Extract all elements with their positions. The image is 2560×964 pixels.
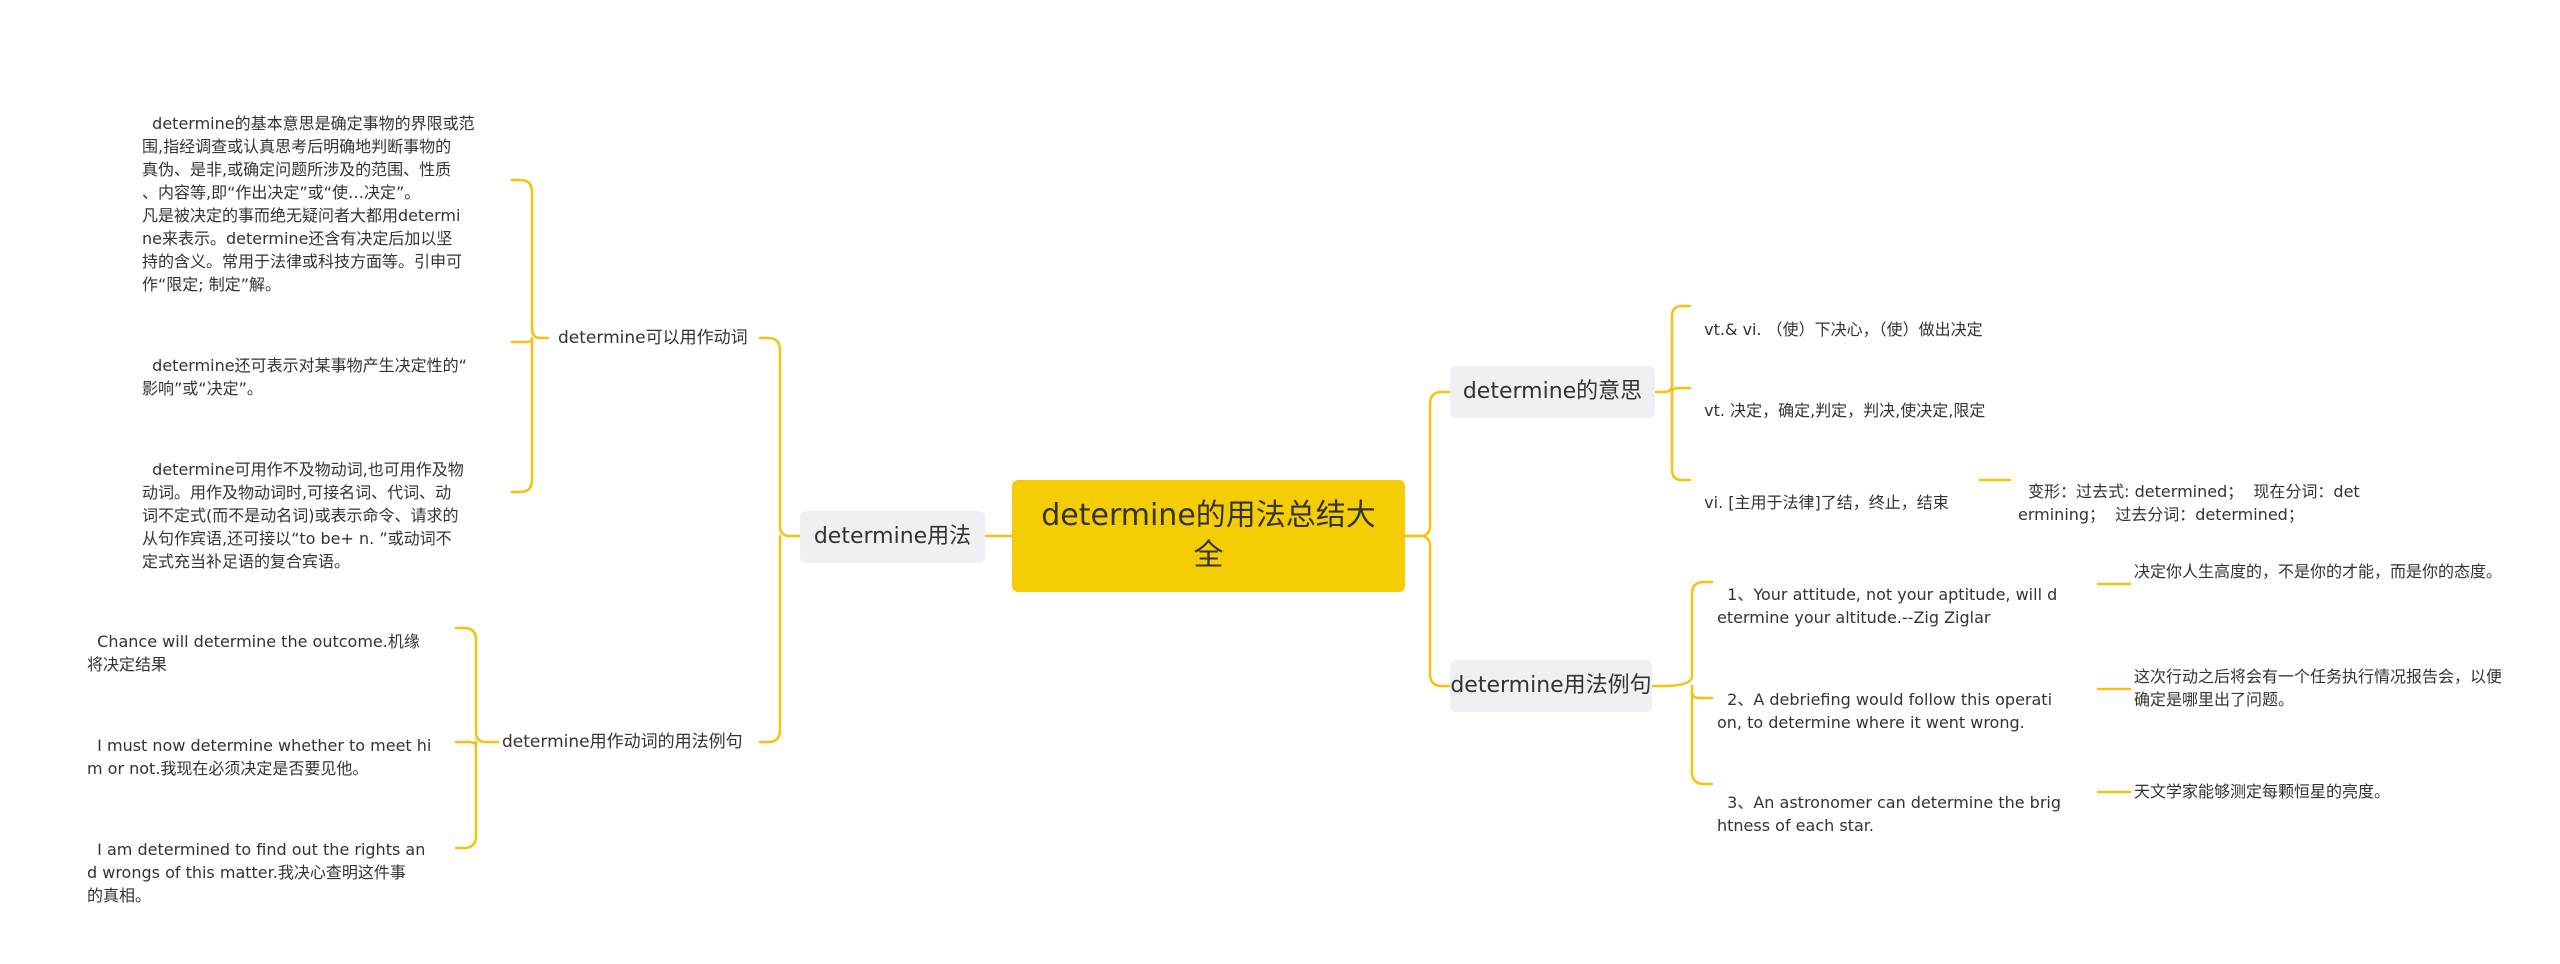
verb-example-item-1-text: Chance will determine the outcome.机缘 将决定…: [87, 632, 420, 674]
connector-examples-left-items: [454, 626, 500, 850]
example-item-1-note-text: 决定你人生高度的，不是你的才能，而是你的态度。: [2134, 562, 2503, 581]
verb-example-item-3[interactable]: I am determined to find out the rights a…: [87, 815, 425, 907]
meaning-item-3-text: vi. [主用于法律]了结，终止，结束: [1704, 493, 1949, 512]
meaning-item-3-note-text: 变形：过去式: determined； 现在分词：det ermining； 过…: [2018, 482, 2360, 524]
verb-usage-item-3-text: determine可用作不及物动词,也可用作及物 动词。用作及物动词时,可接名词…: [142, 460, 464, 571]
verb-usage-item-2-text: determine还可表示对某事物产生决定性的“ 影响”或“决定”。: [142, 356, 467, 398]
group-verb-usage[interactable]: determine可以用作动词: [558, 327, 748, 349]
example-item-1[interactable]: 1、Your attitude, not your aptitude, will…: [1717, 560, 2057, 629]
example-item-3-note[interactable]: 天文学家能够测定每颗恒星的亮度。: [2134, 780, 2504, 803]
verb-example-item-3-text: I am determined to find out the rights a…: [87, 840, 426, 905]
example-item-2-text: 2、A debriefing would follow this operati…: [1717, 690, 2053, 732]
meaning-item-3-note[interactable]: 变形：过去式: determined； 现在分词：det ermining； 过…: [2018, 457, 2360, 526]
group-verb-usage-label: determine可以用作动词: [558, 328, 748, 348]
branch-usage[interactable]: determine用法: [800, 511, 985, 563]
branch-meaning[interactable]: determine的意思: [1450, 366, 1655, 418]
group-verb-examples[interactable]: determine用作动词的用法例句: [502, 731, 743, 753]
verb-example-item-1[interactable]: Chance will determine the outcome.机缘 将决定…: [87, 607, 420, 676]
meaning-item-2-text: vt. 决定，确定,判定，判决,使决定,限定: [1704, 401, 1986, 420]
meaning-item-1-text: vt.& vi. （使）下决心，（使）做出决定: [1704, 320, 1983, 339]
meaning-item-1[interactable]: vt.& vi. （使）下决心，（使）做出决定: [1694, 295, 1983, 341]
verb-usage-item-2[interactable]: determine还可表示对某事物产生决定性的“ 影响”或“决定”。: [142, 331, 467, 400]
example-item-2-note-text: 这次行动之后将会有一个任务执行情况报告会，以便确定是哪里出了问题。: [2134, 667, 2503, 709]
example-item-2-note[interactable]: 这次行动之后将会有一个任务执行情况报告会，以便确定是哪里出了问题。: [2134, 665, 2504, 711]
example-item-1-note[interactable]: 决定你人生高度的，不是你的才能，而是你的态度。: [2134, 560, 2504, 583]
example-item-3-text: 3、An astronomer can determine the brig h…: [1717, 793, 2062, 835]
connector-root-to-examples: [1403, 534, 1452, 688]
example-item-3-note-text: 天文学家能够测定每颗恒星的亮度。: [2134, 782, 2391, 801]
connector-verb-items: [510, 178, 550, 494]
example-item-3[interactable]: 3、An astronomer can determine the brig h…: [1717, 768, 2061, 837]
branch-meaning-label: determine的意思: [1462, 379, 1643, 404]
connector-root-to-meaning: [1403, 390, 1452, 538]
branch-examples[interactable]: determine用法例句: [1450, 660, 1652, 712]
verb-usage-item-3[interactable]: determine可用作不及物动词,也可用作及物 动词。用作及物动词时,可接名词…: [142, 435, 464, 573]
connector-examples-items: [1650, 580, 1714, 786]
verb-example-item-2-text: I must now determine whether to meet hi …: [87, 736, 432, 778]
verb-usage-item-1[interactable]: determine的基本意思是确定事物的界限或范 围,指经调查或认真思考后明确地…: [142, 89, 475, 296]
group-verb-examples-label: determine用作动词的用法例句: [502, 732, 743, 752]
verb-example-item-2[interactable]: I must now determine whether to meet hi …: [87, 711, 431, 780]
connector-meaning-items: [1653, 304, 1692, 482]
meaning-item-2[interactable]: vt. 决定，确定,判定，判决,使决定,限定: [1694, 376, 1985, 422]
connector-usage-groups: [758, 336, 802, 744]
branch-examples-label: determine用法例句: [1450, 673, 1652, 698]
example-item-1-text: 1、Your attitude, not your aptitude, will…: [1717, 585, 2058, 627]
example-item-2[interactable]: 2、A debriefing would follow this operati…: [1717, 665, 2052, 734]
root-topic[interactable]: determine的用法总结大全: [1012, 480, 1405, 592]
root-title: determine的用法总结大全: [1041, 498, 1376, 573]
meaning-item-3[interactable]: vi. [主用于法律]了结，终止，结束: [1694, 468, 1949, 514]
verb-usage-item-1-text: determine的基本意思是确定事物的界限或范 围,指经调查或认真思考后明确地…: [142, 114, 475, 294]
branch-usage-label: determine用法: [813, 524, 972, 549]
